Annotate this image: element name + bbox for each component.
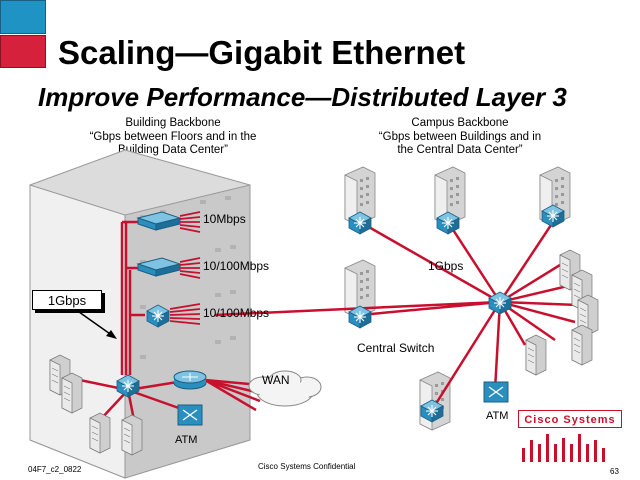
caption-line: Building Backbone xyxy=(125,117,221,129)
label-wan: WAN xyxy=(262,373,290,387)
campus-backbone-links xyxy=(214,220,579,411)
central-switch xyxy=(488,291,512,315)
slide-title: Scaling—Gigabit Ethernet xyxy=(58,34,466,71)
cisco-logo-bars xyxy=(522,434,605,462)
footer-page-number: 63 xyxy=(610,467,619,476)
server-right-4 xyxy=(571,324,593,366)
cisco-logo-wordmark: Cisco Systems xyxy=(518,410,622,428)
server-left-4 xyxy=(121,414,143,456)
label-10-100mbps-upper: 10/100Mbps xyxy=(203,259,270,273)
label-atm-left: ATM xyxy=(175,434,198,446)
gbps-arrow xyxy=(71,306,114,337)
campus-backbone-caption: Campus Backbone “Gbps between Buildings … xyxy=(345,117,575,158)
footer-confidential: Cisco Systems Confidential xyxy=(258,462,356,471)
label-atm-right: ATM xyxy=(486,410,509,422)
floor-2-lines xyxy=(179,257,201,279)
footer-slide-code: 04F7_c2_0822 xyxy=(28,465,82,474)
building-backbone-caption: Building Backbone “Gbps between Floors a… xyxy=(58,117,288,158)
atm-switch-left xyxy=(177,404,203,426)
floor-switch-2 xyxy=(136,257,182,277)
central-switch-label-bg xyxy=(357,340,455,356)
label-10-100mbps-lower: 10/100Mbps xyxy=(203,306,270,320)
caption-line: Building Data Center” xyxy=(118,144,228,156)
gbps-callout-box: 1Gbps xyxy=(32,290,102,310)
header-blue-square xyxy=(0,0,46,34)
gbps-arrowhead xyxy=(106,330,117,339)
server-right-5 xyxy=(525,334,547,376)
floor-switch-1 xyxy=(136,211,182,231)
atm-switch-right xyxy=(483,381,509,403)
label-1gbps-campus: 1Gbps xyxy=(428,259,464,273)
floor-1-lines xyxy=(179,211,201,233)
server-left-2 xyxy=(61,372,83,414)
floor-3-lines xyxy=(169,303,201,325)
label-10mbps: 10Mbps xyxy=(203,212,246,226)
caption-line: Campus Backbone xyxy=(411,117,509,129)
caption-line: “Gbps between Buildings and in xyxy=(378,130,542,143)
server-left-3 xyxy=(89,412,111,454)
wan-router xyxy=(173,370,207,390)
header-red-square xyxy=(0,35,46,68)
label-central-switch: Central Switch xyxy=(357,341,435,355)
caption-line: “Gbps between Floors and in the xyxy=(89,130,257,143)
campus-building-5 xyxy=(419,371,451,431)
caption-line: the Central Data Center” xyxy=(397,144,523,156)
slide-subtitle: Improve Performance—Distributed Layer 3 xyxy=(38,82,567,112)
